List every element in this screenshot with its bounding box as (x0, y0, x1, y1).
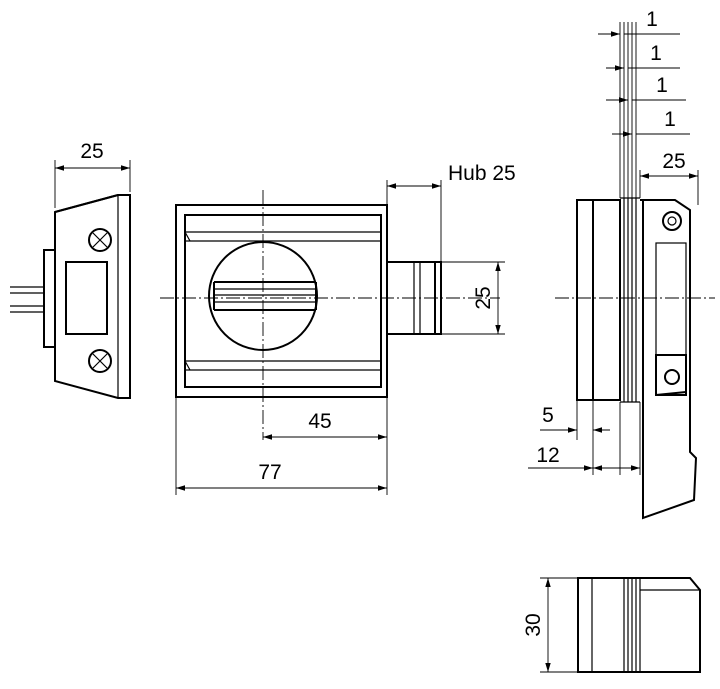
dim-height-30: 30 (522, 613, 545, 636)
dim-offset-12: 12 (536, 444, 559, 467)
dim-plate-1b: 1 (650, 42, 662, 65)
dim-body-length: 77 (258, 461, 281, 484)
dim-bolt-height: 25 (472, 286, 495, 309)
dim-plate-1a: 1 (646, 8, 658, 31)
dim-strike-width: 25 (80, 140, 103, 163)
screw-icon (88, 228, 112, 252)
dim-plate-1c: 1 (656, 74, 668, 97)
screw-icon (88, 349, 112, 373)
dim-offset-5: 5 (542, 404, 554, 427)
strike-plate-view: 25 (10, 140, 131, 399)
dim-backset: 45 (308, 410, 331, 433)
dim-plate-1d: 1 (664, 108, 676, 131)
lock-body-view: Hub 25 25 45 77 (160, 162, 516, 495)
lock-side-view: 1 1 1 1 25 5 12 (528, 8, 715, 520)
lock-bottom-view: 30 (522, 577, 701, 673)
dim-stroke: Hub 25 (448, 162, 516, 185)
dim-side-25: 25 (662, 150, 685, 173)
